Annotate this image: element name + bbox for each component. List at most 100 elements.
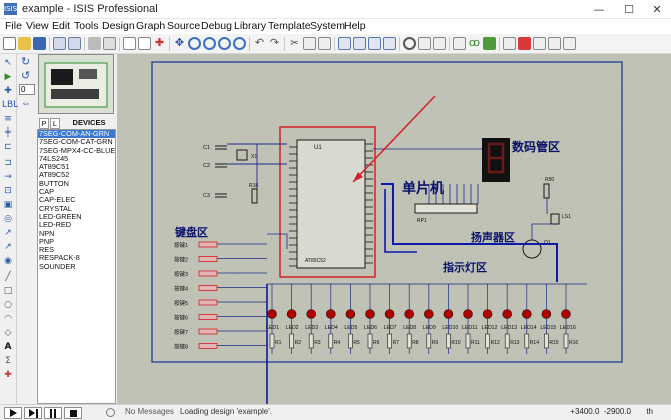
block-rotate-icon[interactable] — [368, 37, 381, 50]
menu-graph[interactable]: Graph — [136, 20, 166, 32]
menu-view[interactable]: View — [26, 20, 49, 32]
block-move-icon[interactable] — [353, 37, 366, 50]
pan-icon[interactable]: ✥ — [174, 37, 185, 49]
goto-sheet-icon[interactable] — [533, 37, 546, 50]
new-sheet-icon[interactable] — [503, 37, 516, 50]
zoom-in-icon[interactable] — [188, 37, 201, 50]
undo-icon[interactable]: ↶ — [254, 37, 265, 49]
menu-edit[interactable]: Edit — [52, 20, 71, 32]
bom-icon[interactable] — [563, 37, 576, 50]
menu-file[interactable]: File — [5, 20, 22, 32]
menu-design[interactable]: Design — [102, 20, 135, 32]
device-item[interactable]: BUTTON — [39, 178, 69, 188]
open-folder-icon[interactable] — [18, 37, 31, 50]
device-item[interactable]: SOUNDER — [39, 261, 76, 271]
line-tool-icon[interactable]: ╱ — [5, 272, 11, 282]
subcircuit-mode-icon[interactable]: ⊏ — [4, 142, 12, 152]
device-item[interactable]: NPN — [39, 228, 55, 238]
redo-icon[interactable]: ↷ — [269, 37, 280, 49]
step-button[interactable] — [24, 407, 42, 419]
cut-icon[interactable]: ✂ — [290, 38, 299, 49]
property-tool-icon[interactable] — [483, 37, 496, 50]
play-button[interactable] — [4, 407, 22, 419]
box-tool-icon[interactable]: □ — [3, 286, 13, 296]
rotate-anticlockwise-icon[interactable]: ↺ — [21, 70, 31, 82]
device-item[interactable]: CRYSTAL — [39, 203, 72, 213]
pick-devices-tab[interactable]: P — [39, 118, 49, 129]
pick-device-icon[interactable] — [403, 37, 416, 50]
rotate-clockwise-icon[interactable]: ↻ — [21, 56, 31, 68]
symbol-tool-icon[interactable]: Σ — [5, 356, 11, 366]
select-mode-icon[interactable]: ↖ — [4, 58, 12, 68]
make-device-icon[interactable] — [418, 37, 431, 50]
component-mode-icon[interactable]: ▶ — [4, 72, 12, 82]
menu-source[interactable]: Source — [167, 20, 201, 32]
circle-tool-icon[interactable]: ○ — [4, 300, 12, 310]
netlist-icon[interactable] — [548, 37, 561, 50]
save-icon[interactable] — [33, 37, 46, 50]
wire-autorouter-icon[interactable] — [453, 37, 466, 50]
search-tag-icon[interactable]: ꝏ — [468, 37, 481, 49]
zoom-out-icon[interactable] — [203, 37, 216, 50]
menu-help[interactable]: Help — [344, 20, 366, 32]
bus-mode-icon[interactable]: ╪ — [5, 128, 11, 138]
menu-library[interactable]: Library — [234, 20, 267, 32]
virtual-instrument-icon[interactable]: ◉ — [4, 256, 12, 266]
device-item[interactable]: RESPACK-8 — [39, 253, 80, 263]
device-item[interactable]: CAP — [39, 187, 55, 197]
rotation-field[interactable]: 0 — [19, 84, 35, 95]
origin-icon[interactable]: ✚ — [154, 37, 165, 49]
block-delete-icon[interactable] — [383, 37, 396, 50]
device-item[interactable]: LED-RED — [39, 220, 72, 230]
zoom-all-icon[interactable] — [218, 37, 231, 50]
package-tool-icon[interactable] — [433, 37, 446, 50]
pause-button[interactable] — [44, 407, 62, 419]
text-script-mode-icon[interactable]: ≡ — [4, 114, 12, 124]
tape-recorder-icon[interactable]: ▣ — [3, 200, 13, 210]
device-item[interactable]: PNP — [39, 236, 55, 246]
new-file-icon[interactable] — [3, 37, 16, 50]
paste-icon[interactable] — [318, 37, 331, 50]
copy-icon[interactable] — [303, 37, 316, 50]
device-item[interactable]: 7SEG-MPX4-CC-BLUE — [39, 145, 116, 155]
marker-tool-icon[interactable]: ✚ — [4, 370, 12, 380]
terminal-mode-icon[interactable]: ⊐ — [4, 158, 12, 168]
device-item[interactable]: AT89C51 — [39, 162, 70, 172]
arc-tool-icon[interactable]: ◠ — [4, 314, 12, 324]
remove-sheet-icon[interactable] — [518, 37, 531, 50]
zoom-area-icon[interactable] — [233, 37, 246, 50]
device-item[interactable]: CAP-ELEC — [39, 195, 76, 205]
mirror-icon[interactable]: ⇔ — [21, 98, 31, 109]
text-tool-icon[interactable]: A — [4, 342, 12, 352]
minimize-button[interactable]: — — [593, 3, 605, 16]
print-icon[interactable] — [88, 37, 101, 50]
grid-icon[interactable] — [138, 37, 151, 50]
junction-mode-icon[interactable]: ✚ — [4, 86, 12, 96]
wire-label-mode-icon[interactable]: LBL — [2, 100, 19, 110]
block-copy-icon[interactable] — [338, 37, 351, 50]
maximize-button[interactable]: ☐ — [624, 3, 634, 16]
close-button[interactable]: ✕ — [652, 3, 662, 16]
path-tool-icon[interactable]: ◇ — [4, 328, 12, 338]
menu-tools[interactable]: Tools — [74, 20, 99, 32]
menu-template[interactable]: Template — [268, 20, 311, 32]
graph-mode-icon[interactable]: ⊡ — [4, 186, 12, 196]
device-item[interactable]: 7SEG-COM-AN-GRN — [38, 129, 115, 139]
menu-system[interactable]: System — [310, 20, 346, 32]
library-tab[interactable]: L — [50, 118, 60, 129]
voltage-probe-icon[interactable]: ↗ — [4, 228, 12, 238]
generator-mode-icon[interactable]: ◎ — [4, 214, 12, 224]
device-item[interactable]: AT89C52 — [39, 170, 70, 180]
pin-mode-icon[interactable]: → — [4, 172, 12, 182]
redraw-icon[interactable] — [123, 37, 136, 50]
overview-window[interactable] — [38, 54, 114, 114]
device-item[interactable]: 7SEG-COM-CAT-GRN — [39, 137, 113, 147]
print-area-icon[interactable] — [103, 37, 116, 50]
device-item[interactable]: RES — [39, 245, 55, 255]
export-icon[interactable] — [68, 37, 81, 50]
stop-button[interactable] — [64, 407, 82, 419]
menu-debug[interactable]: Debug — [201, 20, 232, 32]
current-probe-icon[interactable]: ↗ — [4, 242, 12, 252]
message-count[interactable]: No Messages — [125, 407, 174, 416]
